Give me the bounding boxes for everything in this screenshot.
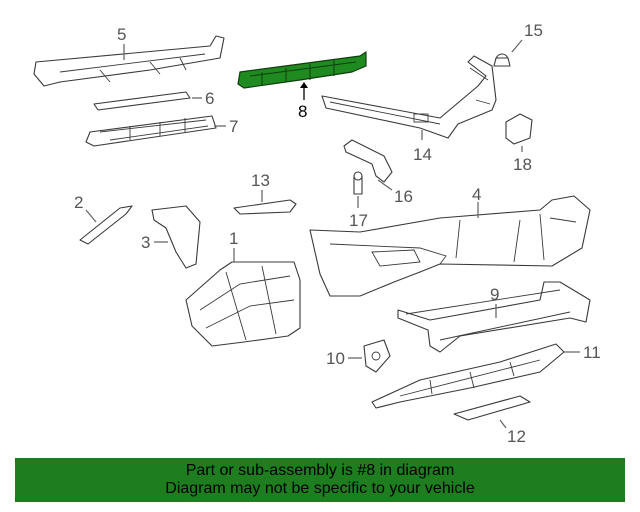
callout-18: 18 xyxy=(513,155,532,174)
callout-2: 2 xyxy=(74,193,83,212)
part-6-strip xyxy=(93,91,191,111)
leader-15 xyxy=(511,39,523,53)
part-9-lower-bar xyxy=(397,281,591,353)
banner-line-2: Diagram may not be specific to your vehi… xyxy=(165,480,475,497)
callout-15: 15 xyxy=(524,21,543,40)
part-17-stud xyxy=(353,171,363,195)
part-8-bracket-highlighted xyxy=(237,51,367,89)
leader-8-arrowhead xyxy=(300,82,308,88)
part-4-fascia xyxy=(309,195,591,297)
callout-14: 14 xyxy=(413,145,432,164)
part-14-hitch xyxy=(321,55,497,139)
info-banner: Part or sub-assembly is #8 in diagram Di… xyxy=(15,458,625,502)
part-1-liner xyxy=(185,261,301,347)
part-7-absorber xyxy=(85,115,217,147)
part-3-bracket xyxy=(151,205,201,269)
callout-16: 16 xyxy=(394,187,413,206)
callout-10: 10 xyxy=(326,349,345,368)
callout-17: 17 xyxy=(349,211,368,230)
callout-5: 5 xyxy=(117,25,126,44)
callout-13: 13 xyxy=(251,171,270,190)
parts-diagram: 5 6 7 8 14 15 18 16 xyxy=(33,21,601,446)
callout-7: 7 xyxy=(229,117,238,136)
part-12-trim xyxy=(453,395,531,421)
part-5-reinforcement xyxy=(33,35,225,87)
part-13-strip xyxy=(233,199,297,215)
callout-6: 6 xyxy=(205,89,214,108)
callout-12: 12 xyxy=(507,427,526,446)
callout-8: 8 xyxy=(298,102,307,121)
callout-11: 11 xyxy=(583,343,601,362)
leader-12 xyxy=(499,419,507,429)
banner-line-1: Part or sub-assembly is #8 in diagram xyxy=(185,462,455,479)
part-15-bolt xyxy=(493,53,511,67)
part-10-plate xyxy=(363,339,391,373)
part-11-diffuser xyxy=(371,343,565,409)
callout-4: 4 xyxy=(472,185,481,204)
part-16-bracket xyxy=(343,139,393,183)
callout-3: 3 xyxy=(141,233,150,252)
part-18-block xyxy=(505,113,533,145)
part-2-rod xyxy=(79,205,133,245)
leader-2 xyxy=(85,209,97,223)
leader-16 xyxy=(377,179,393,191)
callout-9: 9 xyxy=(490,285,499,304)
callout-1: 1 xyxy=(229,229,238,248)
